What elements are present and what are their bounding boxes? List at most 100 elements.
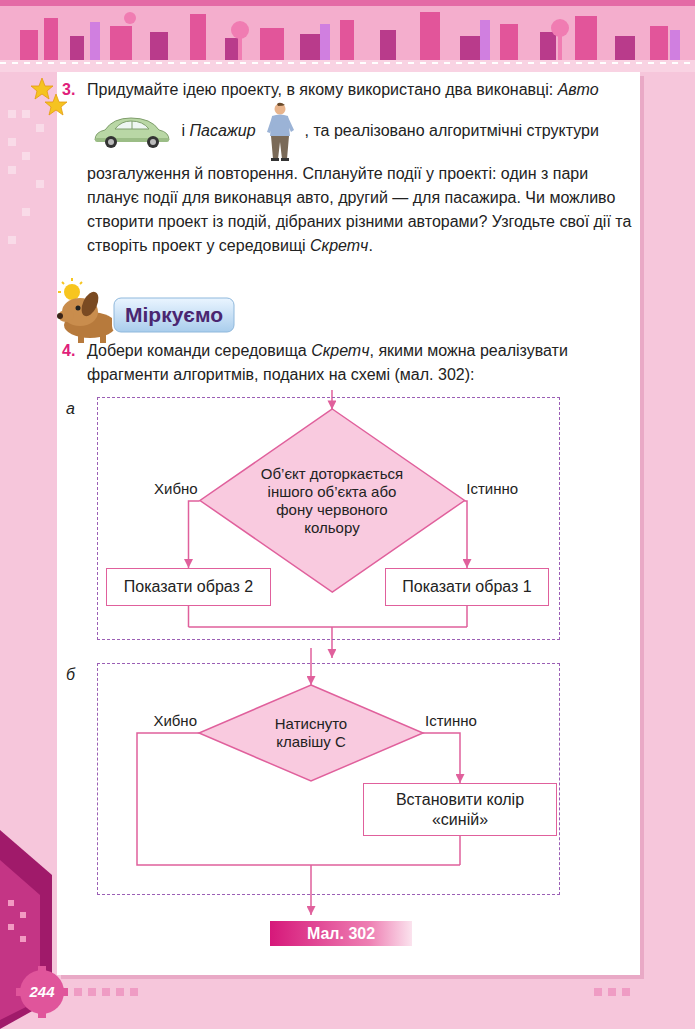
flow-connector <box>189 501 200 568</box>
rect-shape <box>650 26 668 62</box>
rect-shape <box>112 296 236 334</box>
task-text-part: Авто <box>558 81 599 98</box>
g-shape <box>58 278 82 292</box>
fragment-frame: бНатиснуто клавішу СВстановити колір «си… <box>97 663 560 895</box>
fragment-frame: аОб’єкт доторкається іншого об’єкта або … <box>97 397 560 640</box>
line-shape <box>80 282 82 284</box>
command-text: Встановити колір «синій» <box>385 790 535 830</box>
path-shape <box>115 121 149 129</box>
task-text-part: Скретч <box>310 237 368 254</box>
rect-shape <box>8 900 14 906</box>
condition-text: Натиснуто клавішу С <box>256 715 366 751</box>
command-text: Показати образ 1 <box>402 577 531 597</box>
entry-arrow <box>331 390 333 409</box>
circle-shape <box>124 12 136 24</box>
line-shape <box>58 291 61 293</box>
rect-shape <box>38 1012 46 1018</box>
rect-shape <box>670 30 680 62</box>
circle-shape <box>105 136 117 148</box>
branch-label: Істинно <box>425 712 477 730</box>
branch-label: Хибно <box>154 480 198 498</box>
line-shape <box>62 282 64 284</box>
rect-shape <box>558 34 562 62</box>
diamond-shape <box>199 685 423 781</box>
rect-shape <box>380 30 396 62</box>
rect-shape <box>460 36 480 62</box>
g-shape <box>74 988 630 996</box>
rect-shape <box>20 936 26 942</box>
task-text-part: . <box>368 237 372 254</box>
line-shape <box>132 121 133 129</box>
rect-shape <box>62 988 68 996</box>
task-text-part: Добери команди середовища <box>87 342 307 359</box>
rect-shape <box>114 298 234 332</box>
rect-shape <box>88 988 96 996</box>
rect-shape <box>480 20 490 62</box>
rect-shape <box>8 110 16 118</box>
rect-shape <box>16 988 22 996</box>
command-text: Показати образ 2 <box>124 577 253 597</box>
rect-shape <box>225 38 239 62</box>
path-shape <box>277 103 285 106</box>
rect-shape <box>74 988 82 996</box>
rect-shape <box>70 36 84 62</box>
task-number: 3. <box>62 78 75 102</box>
circle-shape <box>108 139 114 145</box>
flow-connector <box>464 501 467 568</box>
rect-shape <box>130 988 138 996</box>
circle-shape <box>147 136 159 148</box>
g-shape <box>16 966 68 1018</box>
rect-shape <box>22 208 30 216</box>
process-box: Показати образ 1 <box>385 568 549 606</box>
decision-diamond: Натиснуто клавішу С <box>199 685 423 781</box>
rect-shape <box>36 124 44 132</box>
rect-shape <box>8 236 16 244</box>
rect-shape <box>100 333 106 343</box>
rect-shape <box>540 32 556 62</box>
rect-shape <box>300 34 320 62</box>
g-shape <box>8 110 44 244</box>
task-number: 4. <box>62 339 75 363</box>
rect-shape <box>20 30 38 62</box>
circle-shape <box>76 306 81 311</box>
circle-shape <box>64 284 80 300</box>
rect-shape <box>622 988 630 996</box>
rect-shape <box>116 988 124 996</box>
task-text-part: Придумайте ідею проекту, в якому викорис… <box>87 81 553 98</box>
circle-shape <box>150 139 156 145</box>
page-number: 244 <box>20 982 64 1002</box>
task-text-part: Скретч <box>311 342 369 359</box>
entry-arrow <box>310 648 312 685</box>
rect-shape <box>38 966 46 972</box>
branch-label: Хибно <box>153 712 197 730</box>
g-shape <box>70 30 635 62</box>
figure-caption: Мал. 302 <box>270 921 412 946</box>
path-shape <box>270 115 290 137</box>
rect-shape <box>608 988 616 996</box>
rect-shape <box>270 921 412 946</box>
passenger-icon <box>264 102 296 162</box>
path-shape <box>271 136 289 159</box>
diamond-shape <box>200 409 465 592</box>
rect-shape <box>281 158 289 161</box>
condition-text: Об’єкт доторкається іншого об’єкта або ф… <box>252 465 412 537</box>
path-shape <box>286 117 294 132</box>
rect-shape <box>150 32 168 62</box>
rect-shape <box>22 152 30 160</box>
decision-diamond: Об’єкт доторкається іншого об’єкта або ф… <box>200 409 465 592</box>
rect-shape <box>190 14 206 62</box>
line-shape <box>71 278 73 281</box>
car-icon <box>91 114 173 150</box>
flow-connector <box>423 733 460 783</box>
rect-shape <box>575 16 597 62</box>
path-shape <box>267 117 274 133</box>
rect-shape <box>8 166 16 174</box>
g-shape <box>124 12 569 62</box>
fragment-letter: б <box>66 666 75 684</box>
ellipse-shape <box>58 310 74 322</box>
circle-shape <box>20 970 64 1014</box>
task-text: Придумайте ідею проекту, в якому викорис… <box>87 78 632 258</box>
circle-shape <box>57 313 63 319</box>
